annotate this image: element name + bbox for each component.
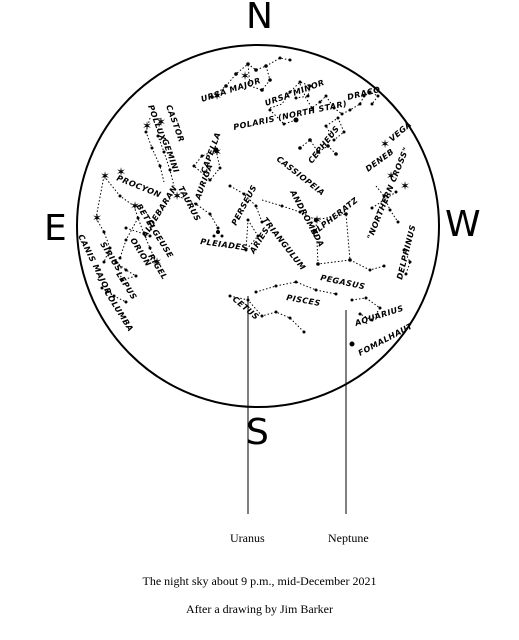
label-orion: ORION xyxy=(128,236,153,268)
svg-text:✶: ✶ xyxy=(400,179,410,193)
label-delphinus: DELPHINUS xyxy=(395,224,417,281)
west-label: W xyxy=(445,204,481,245)
bright-stars: ✶ ✶ ✶ ✶ ✶ ✶ ✶ ✶ ✶ ✶ ✶ ✶ ✶ ✶ ✶ xyxy=(92,69,410,269)
svg-text:✶: ✶ xyxy=(92,211,102,225)
svg-text:✶: ✶ xyxy=(100,169,110,183)
label-polaris: POLARIS (NORTH STAR) xyxy=(233,99,348,132)
north-label: N xyxy=(246,0,273,37)
svg-text:✶: ✶ xyxy=(380,137,390,151)
horizon-circle xyxy=(76,44,440,408)
label-triangulum: TRIANGULUM xyxy=(260,216,307,273)
label-lepus: LEPUS xyxy=(114,270,138,301)
caption-title: The night sky about 9 p.m., mid-December… xyxy=(142,574,377,588)
svg-text:✶: ✶ xyxy=(312,213,322,227)
svg-text:✶: ✶ xyxy=(386,169,396,183)
svg-text:✶: ✶ xyxy=(212,89,222,103)
svg-text:✶: ✶ xyxy=(152,255,162,269)
label-cepheus: CEPHEUS xyxy=(306,124,341,165)
label-pleiades: PLEIADES xyxy=(200,237,248,253)
label-perseus: PERSEUS xyxy=(230,183,259,227)
label-procyon: PROCYON xyxy=(115,174,162,200)
svg-text:✶: ✶ xyxy=(172,189,182,203)
svg-text:✶: ✶ xyxy=(156,115,166,129)
svg-text:✶: ✶ xyxy=(142,119,152,133)
constellation-labels: URSA MAJOR URSA MINOR POLARIS (NORTH STA… xyxy=(76,76,417,358)
svg-text:✶: ✶ xyxy=(130,199,140,213)
caption-credit: After a drawing by Jim Barker xyxy=(186,602,333,616)
label-cassiopeia: CASSIOPEIA xyxy=(275,154,327,197)
label-fomalhaut: FOMALHAUT xyxy=(357,321,415,357)
label-pegasus: PEGASUS xyxy=(320,273,366,291)
label-auriga: AURIGA xyxy=(193,163,215,202)
stars xyxy=(100,56,412,347)
label-cetus: CETUS xyxy=(231,295,261,322)
svg-text:✶: ✶ xyxy=(116,165,126,179)
neptune-label: Neptune xyxy=(328,531,369,545)
south-label: S xyxy=(246,412,269,453)
label-ursa-minor: URSA MINOR xyxy=(264,78,326,108)
east-label: E xyxy=(44,208,67,249)
uranus-label: Uranus xyxy=(230,531,265,545)
svg-text:✶: ✶ xyxy=(240,69,250,83)
label-pisces: PISCES xyxy=(286,293,322,308)
label-aries: ARIES xyxy=(248,226,272,256)
svg-text:✶: ✶ xyxy=(212,145,222,159)
label-draco: DRACO xyxy=(346,85,381,102)
label-vega: VEGA xyxy=(388,120,414,144)
